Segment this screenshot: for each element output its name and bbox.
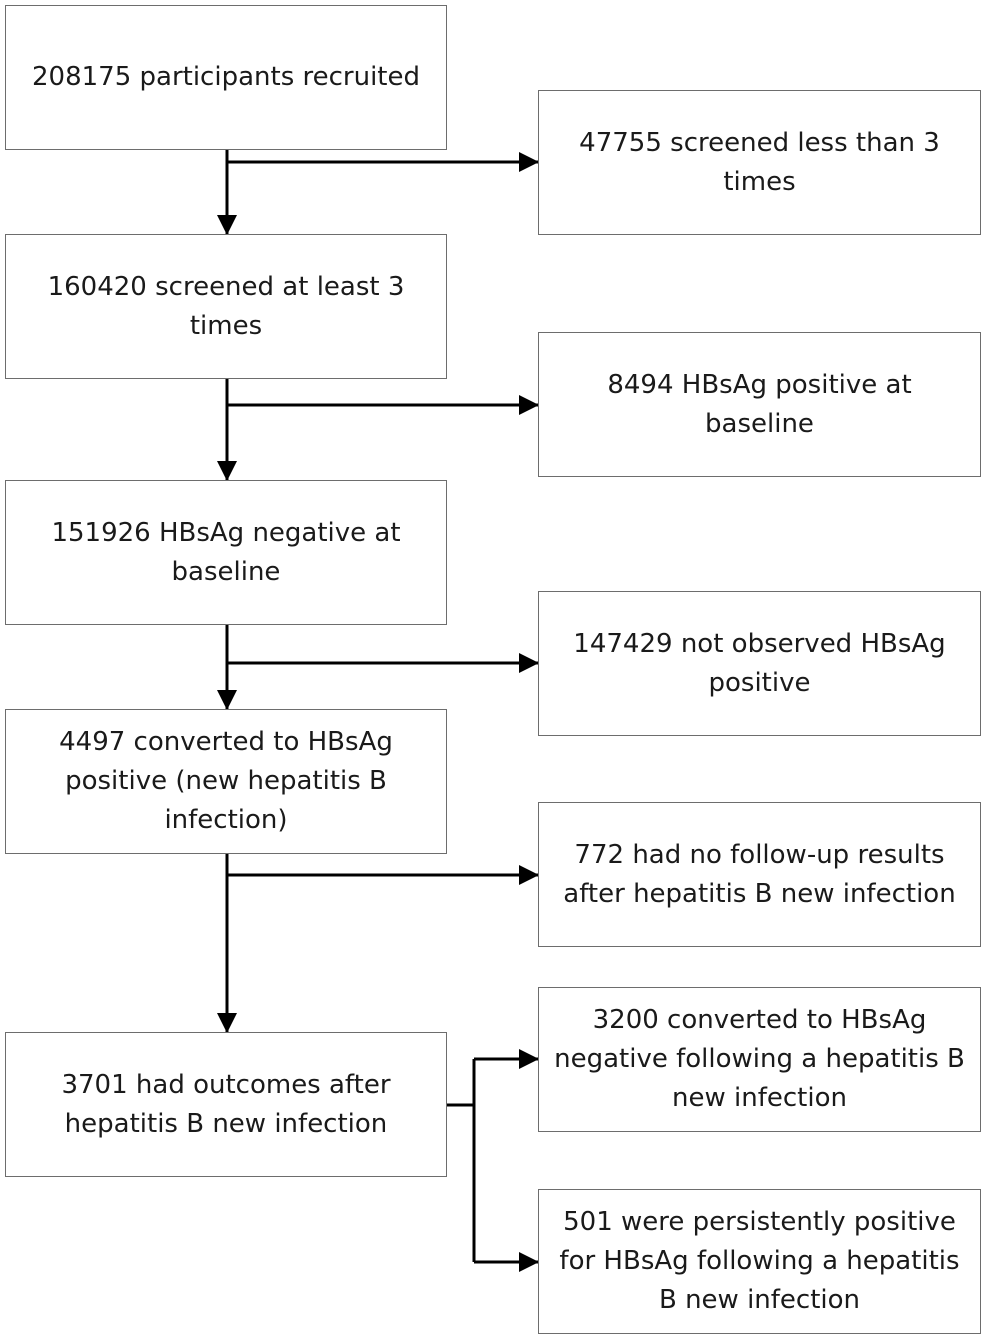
box-converted-positive: 4497 converted to HBsAg positive (new he… (5, 709, 447, 854)
box-had-outcomes: 3701 had outcomes after hepatitis B new … (5, 1032, 447, 1177)
box-recruited: 208175 participants recruited (5, 5, 447, 150)
box-hbsag-positive-baseline: 8494 HBsAg positive at baseline (538, 332, 981, 477)
box-screened-less-than-3: 47755 screened less than 3 times (538, 90, 981, 235)
box-hbsag-negative-baseline: 151926 HBsAg negative at baseline (5, 480, 447, 625)
box-persistently-positive: 501 were persistently positive for HBsAg… (538, 1189, 981, 1334)
box-no-followup: 772 had no follow-up results after hepat… (538, 802, 981, 947)
box-not-observed-positive: 147429 not observed HBsAg positive (538, 591, 981, 736)
box-screened-at-least-3: 160420 screened at least 3 times (5, 234, 447, 379)
box-converted-negative: 3200 converted to HBsAg negative followi… (538, 987, 981, 1132)
